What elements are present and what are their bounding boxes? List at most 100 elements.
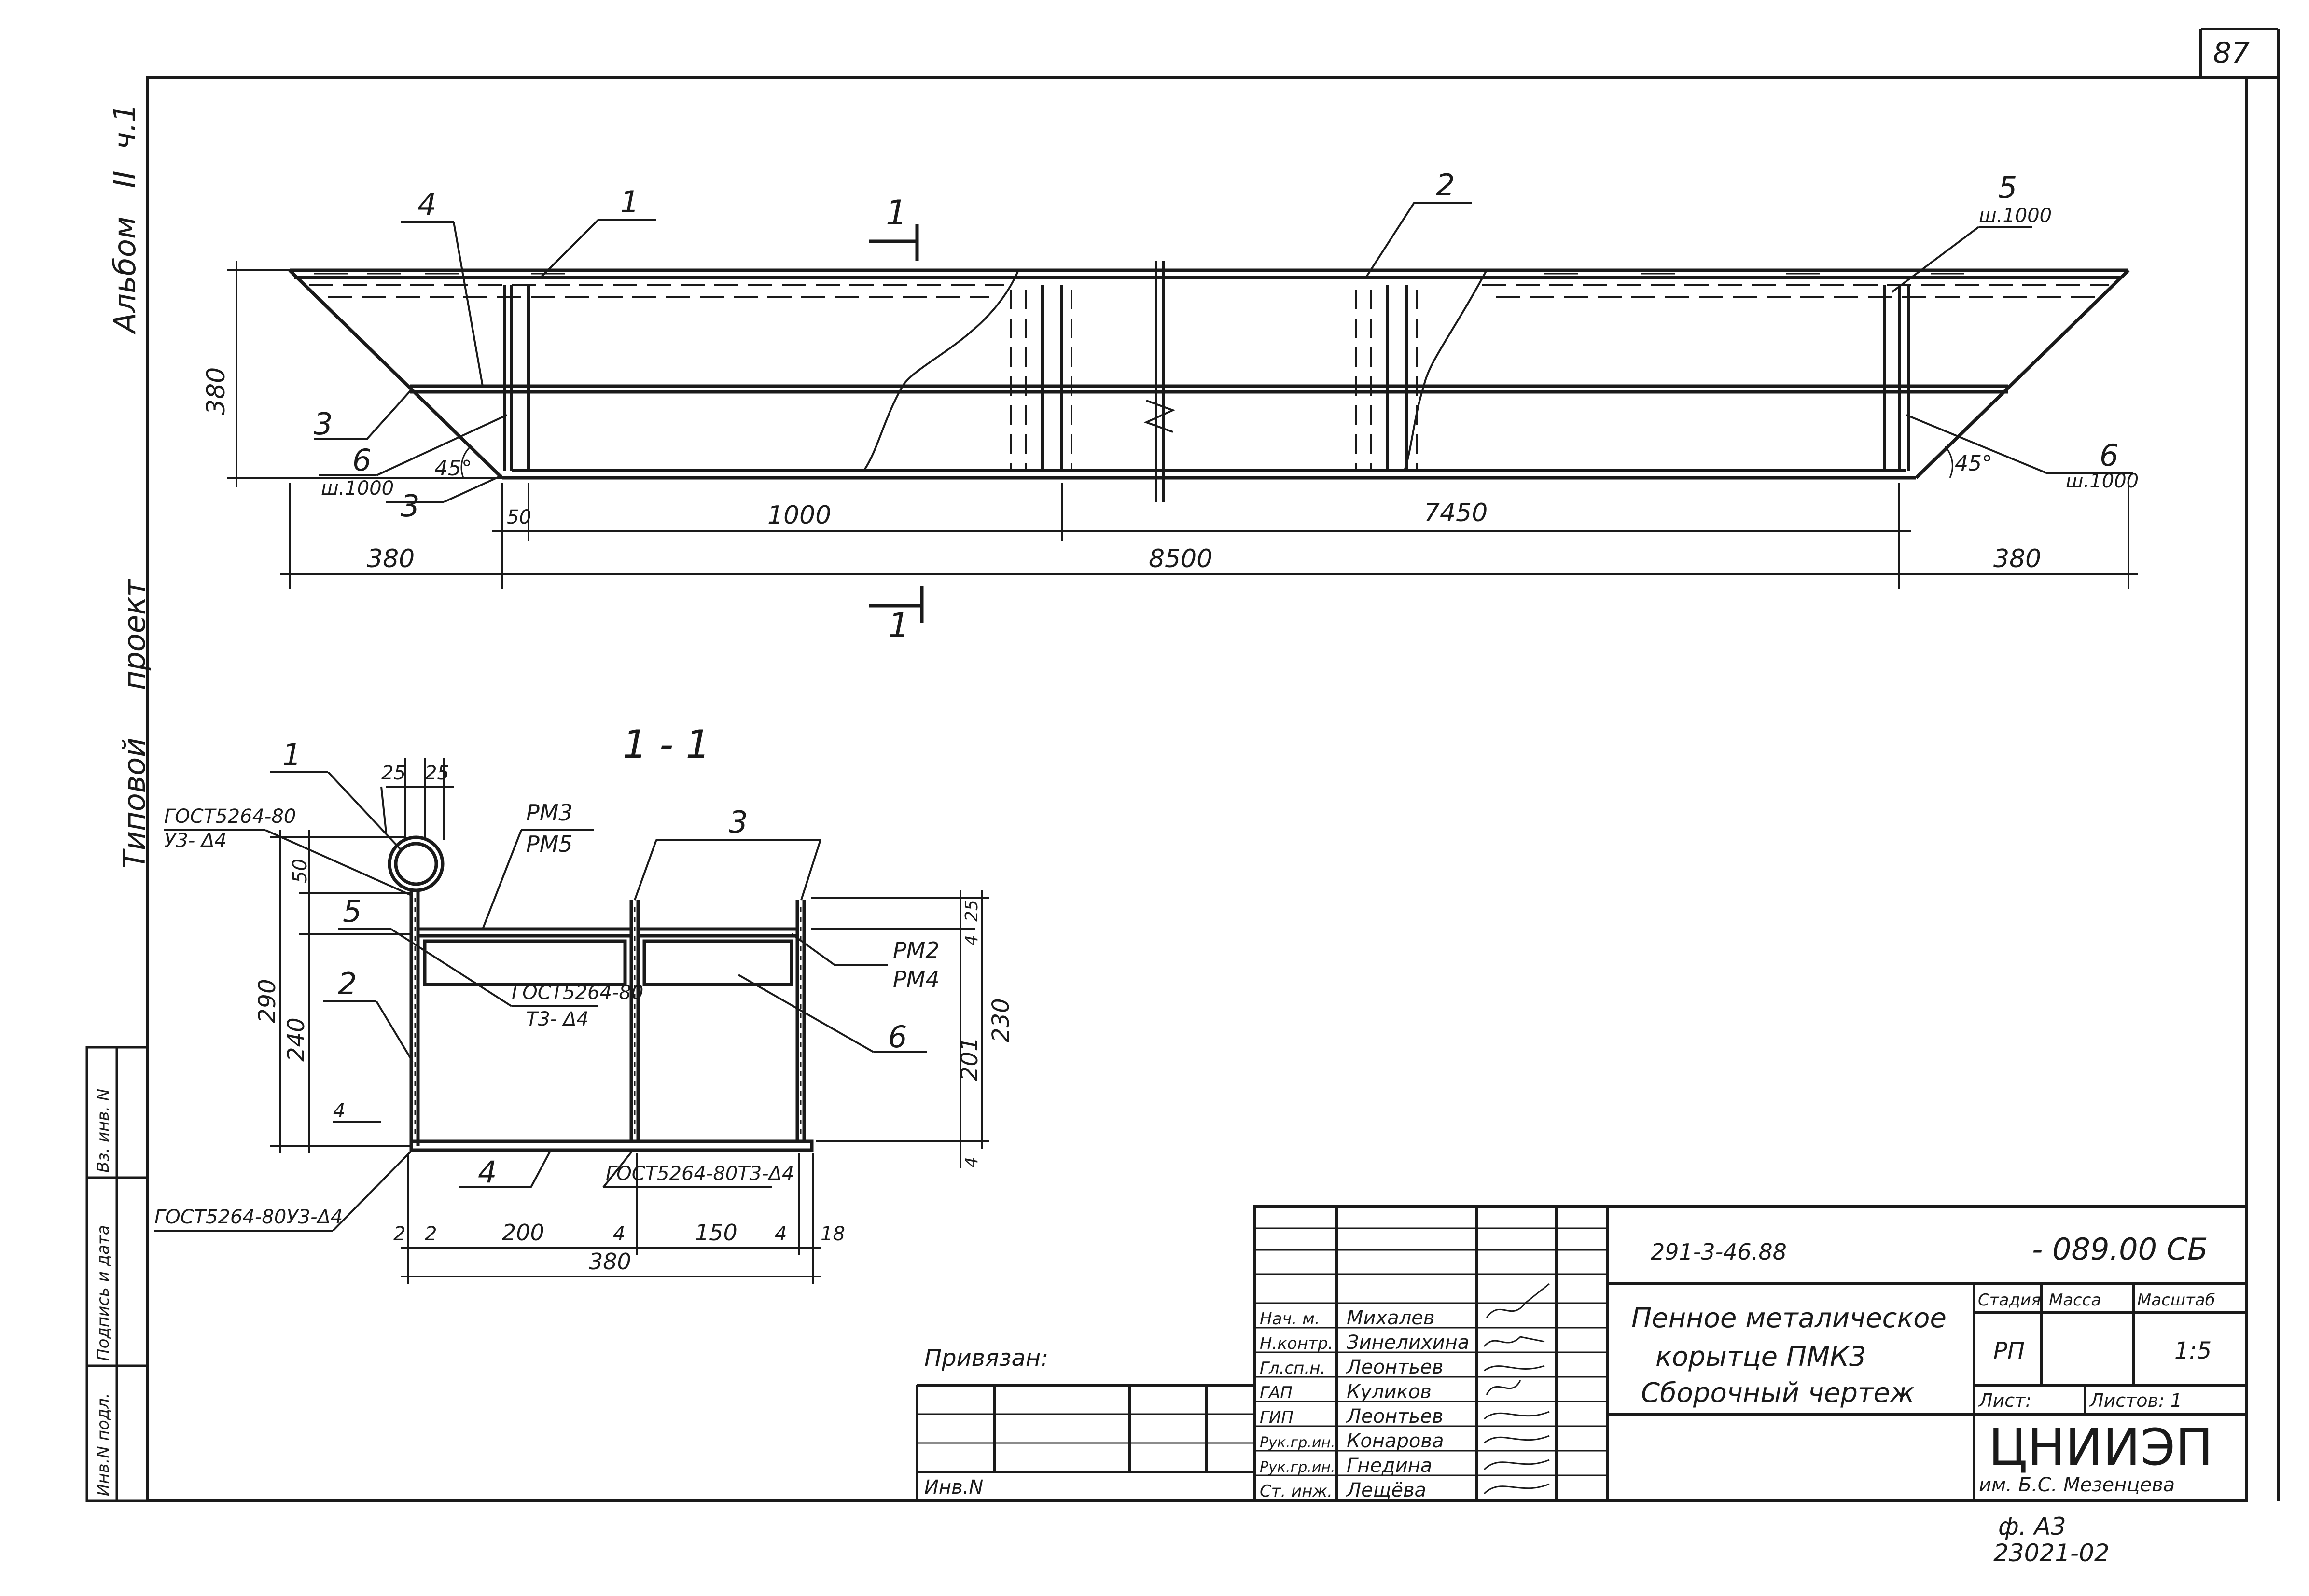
page-number: 87 [2213,36,2250,70]
role-1: Н.контр. [1260,1334,1333,1353]
section-mark-bottom: 1 [888,606,910,645]
dim-plan-380-right: 380 [1993,544,2041,573]
title-line-2: корытце ПМК3 [1655,1341,1866,1373]
dim-sec-240: 240 [283,1017,310,1062]
plan-callout-6b: 6 [2100,438,2118,473]
plan-angle-right: 45° [1955,451,1992,476]
plan-callout-6b-width: ш.1000 [2066,470,2139,492]
name-0: Михалев [1347,1307,1434,1329]
title-block: Привязан: Инв.N Нач. м. Михалев Н.контр.… [916,1205,2248,1502]
stamp-inv-orig: Инв.N подл. [94,1393,113,1496]
dim-plan-1000: 1000 [767,501,831,530]
header-mass: Масса [2049,1291,2101,1310]
side-project-type: Типовой [117,738,152,869]
side-album-label: Альбом [107,216,142,335]
dim-sec-2a: 2 [393,1223,405,1245]
dim-sec-4-right-bot: 4 [962,1157,982,1168]
role-5: Рук.гр.ин. [1260,1434,1335,1451]
weld-gost-mid: ГОСТ5264-80 [512,982,643,1004]
mark-pm4: РМ4 [893,966,940,992]
side-stamp: Инв.N подл. Подпись и дата Вз. инв. N [85,1046,149,1502]
side-album-part: ч.1 [107,103,142,150]
dim-sec-50: 50 [289,859,311,883]
name-6: Гнедина [1347,1455,1432,1477]
section-callout-3: 3 [729,805,748,840]
plan-callout-1: 1 [620,184,639,220]
angle-arc-right [1944,445,1953,478]
dim-sec-230: 230 [988,998,1015,1042]
role-7: Ст. инж. [1260,1482,1333,1501]
section-callout-6: 6 [888,1019,907,1055]
side-project: проект [117,579,152,690]
org-subtitle: им. Б.С. Мезенцева [1979,1474,2175,1496]
plan-callout-2: 2 [1436,167,1455,203]
sheets-label: Листов: 1 [2089,1390,2182,1411]
plan-callout-3a: 3 [314,406,333,442]
header-scale: Масштаб [2137,1291,2215,1310]
dim-sec-4-right-top: 4 [962,935,982,946]
scale-value: 1:5 [2174,1337,2212,1364]
sheet-frame [146,28,2280,1502]
name-4: Леонтьев [1346,1405,1443,1428]
doc-code: 291-3-46.88 [1651,1239,1787,1265]
dim-plan-380-left: 380 [367,544,415,573]
name-1: Зинелихина [1347,1332,1469,1354]
plan-callout-3b: 3 [401,488,419,524]
doc-number: - 089.00 СБ [2032,1232,2208,1267]
weld-gost-bottom-left: ГОСТ5264-80У3-Δ4 [154,1206,343,1228]
section-mark-top: 1 [886,193,907,233]
plan-callout-6a: 6 [352,443,371,478]
inv-label: Инв.N [924,1476,983,1499]
name-2: Леонтьев [1346,1356,1443,1378]
mark-pm5: РМ5 [526,831,573,857]
section-callout-1: 1 [282,737,301,772]
dim-sec-4-left: 4 [333,1100,345,1122]
name-5: Конарова [1347,1430,1444,1452]
role-3: ГАП [1260,1383,1293,1402]
weld-gost-top-type: У3- Δ4 [164,830,227,852]
dim-sec-4-mid: 4 [613,1223,625,1245]
org-name: ЦНИИЭП [1989,1418,2213,1477]
dim-sec-18: 18 [821,1223,845,1245]
plan-callout-6a-width: ш.1000 [321,477,394,500]
dim-sec-2b: 2 [425,1223,437,1245]
signatures [1483,1283,1550,1495]
stage-value: РП [1993,1337,2025,1364]
dim-sec-25b: 25 [425,762,449,784]
side-labels: Альбом II ч.1 Типовой проект [107,103,152,869]
header-stage: Стадия [1978,1291,2041,1310]
bound-label: Привязан: [924,1345,1048,1372]
dim-sec-25-right: 25 [962,900,982,922]
weld-gost-bottom-right: ГОСТ5264-80Т3-Δ4 [606,1163,794,1185]
plan-callout-5-width: ш.1000 [1979,205,2052,227]
stamp-inv-replace: Вз. инв. N [94,1089,113,1173]
dim-sec-201: 201 [956,1037,983,1081]
dim-sec-25a: 25 [381,762,406,784]
role-4: ГИП [1260,1408,1294,1427]
stamp-signature-date: Подпись и дата [94,1225,113,1361]
dim-sec-380: 380 [589,1249,631,1275]
dim-plan-height: 380 [202,367,231,415]
signature-table: Нач. м. Михалев Н.контр. Зинелихина Гл.с… [1260,1307,1469,1501]
weld-gost-top: ГОСТ5264-80 [164,805,296,828]
dim-sec-200: 200 [502,1220,544,1246]
mark-pm3: РМ3 [526,800,573,826]
role-0: Нач. м. [1260,1309,1320,1329]
role-6: Рук.гр.ин. [1260,1459,1335,1476]
section-callout-4: 4 [478,1154,497,1190]
section-callout-5: 5 [343,894,362,929]
mark-pm2: РМ2 [893,937,940,963]
section-dimensions [270,758,989,1284]
section-view: 1 - 1 [154,722,1015,1284]
dim-plan-50: 50 [507,506,531,528]
angle-arc-left [460,445,472,478]
dim-sec-290: 290 [254,979,281,1023]
dim-sec-150: 150 [695,1220,737,1246]
plan-callout-4: 4 [417,187,436,222]
format-label: ф. А3 [1998,1513,2066,1540]
dim-plan-8500: 8500 [1149,544,1212,573]
dim-sec-4-end: 4 [775,1223,787,1245]
name-7: Лещёва [1346,1479,1426,1501]
title-line-1: Пенное металическое [1631,1303,1947,1334]
